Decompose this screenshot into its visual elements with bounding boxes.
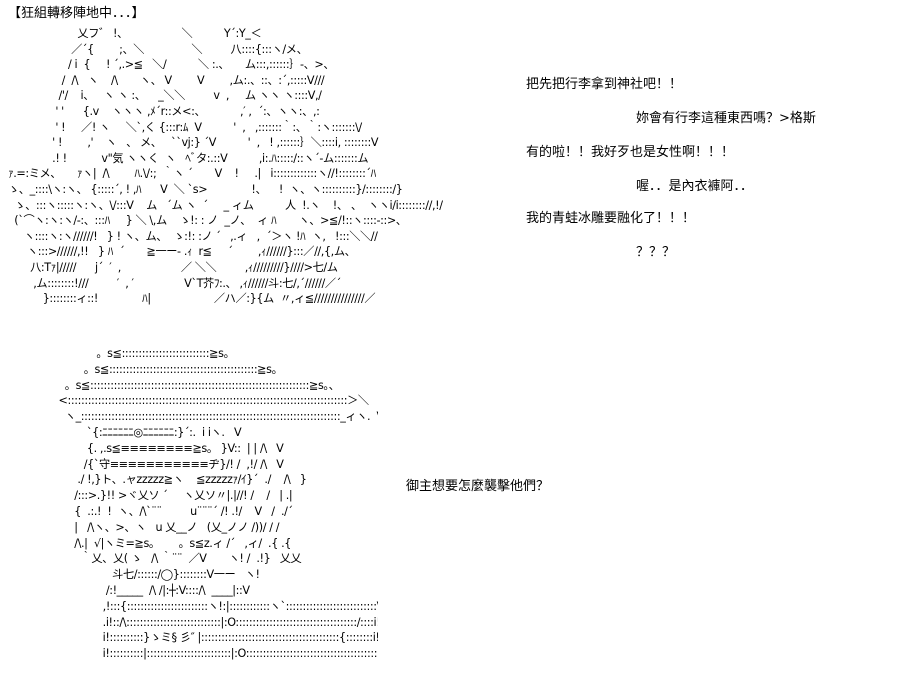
dialogue-line-3: 有的啦！！我好歹也是女性啊！！！ [526,145,735,160]
page-title: 【狂組轉移陣地中．．．】 [8,6,145,21]
dialogue-line-1: 把先把行李拿到神社吧！！ [526,77,683,92]
ascii-art-bottom-character: 。s≦::::::::::::::::::::::::::≧s。 。s≦::::… [58,347,378,661]
ascii-art-top-scene: 乂フ゛ !、 ＼ Y´:Y_＜ ／´{ ;、＼ ＼ 八::::{:::ヽ/メ、 … [8,27,443,306]
dialogue-line-5: 我的青蛙冰雕要融化了！！！ [526,211,696,226]
dialogue-line-2: 妳會有行李這種東西嗎？>格斯 [636,111,816,126]
dialogue-line-7: 御主想要怎麼襲擊他們？ [406,479,550,494]
dialogue-line-4: 喔．．是內衣褲阿．． [636,179,754,194]
dialogue-line-6: ？？？ [636,245,676,260]
